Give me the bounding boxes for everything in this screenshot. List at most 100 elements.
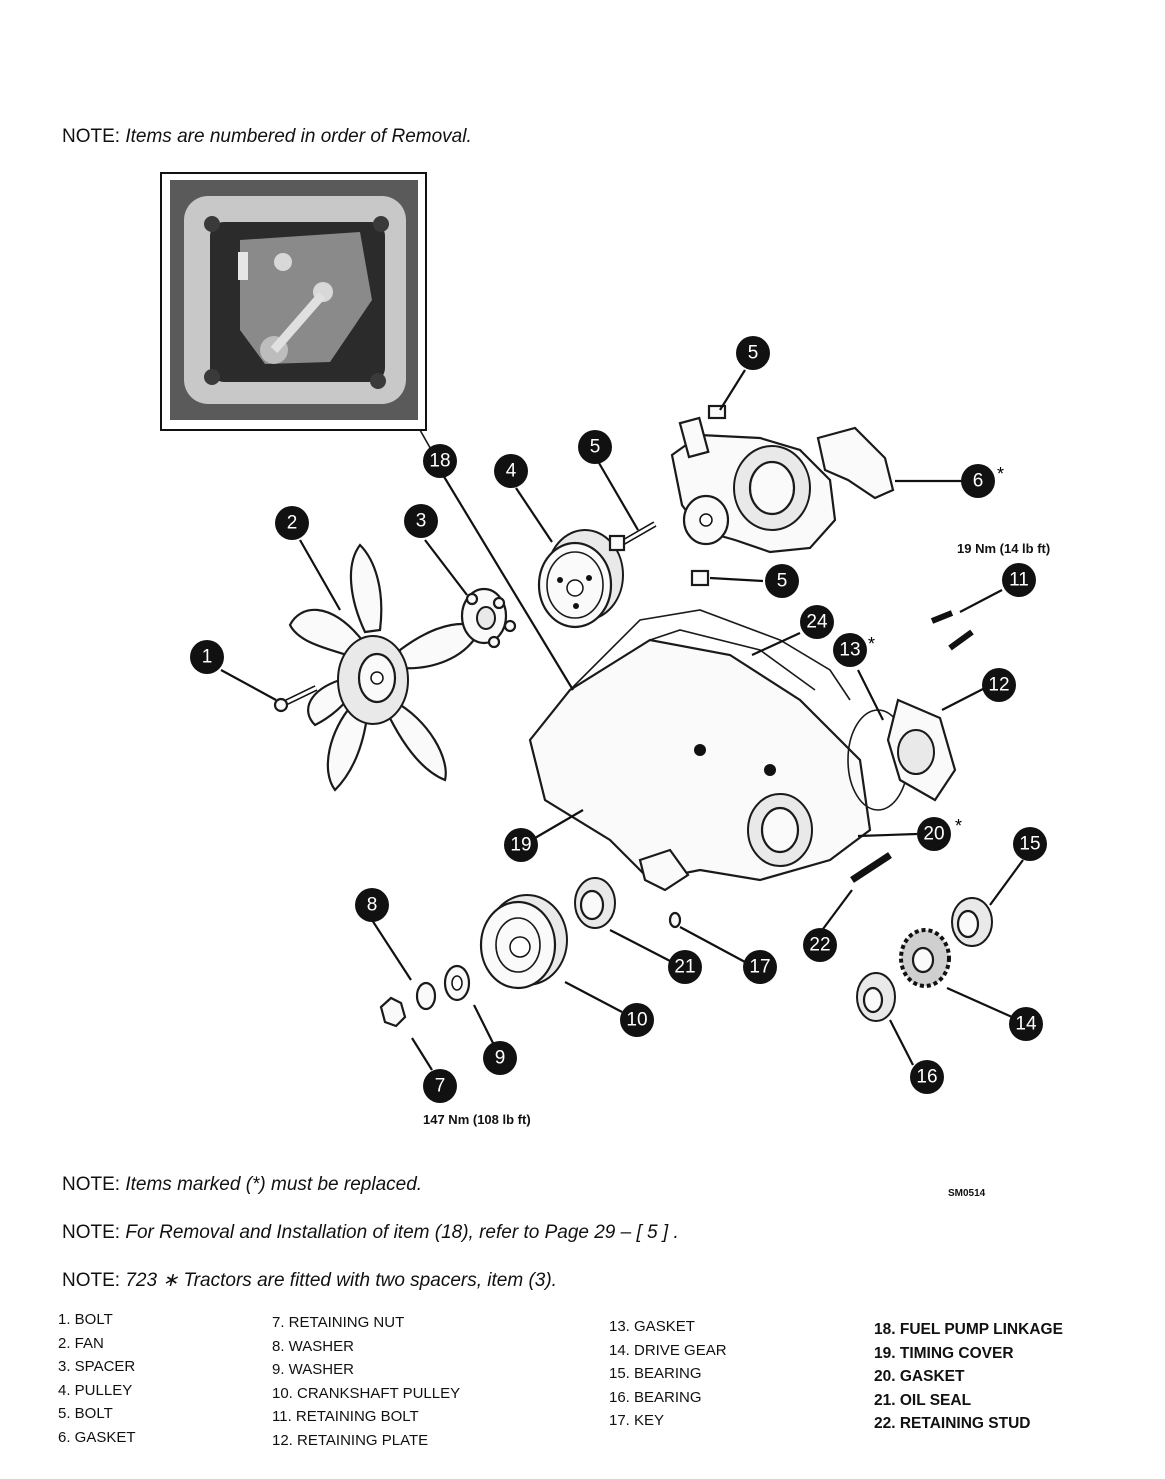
oil-seal-part (574, 877, 616, 929)
legend-item: 21. OIL SEAL (874, 1391, 972, 1409)
retaining-bolt-parts (930, 610, 974, 651)
callout-10: 10 (620, 1003, 654, 1037)
svg-text:6: 6 (973, 471, 984, 492)
legend-item: 22. RETAINING STUD (874, 1415, 1031, 1433)
asterisk-20: * (955, 816, 962, 836)
svg-text:5: 5 (590, 437, 601, 458)
callout-14: 14 (1009, 1007, 1043, 1041)
svg-text:14: 14 (1015, 1014, 1037, 1035)
callout-9: 9 (483, 1041, 517, 1075)
svg-text:16: 16 (916, 1067, 937, 1088)
svg-text:20: 20 (923, 824, 944, 845)
crankshaft-pulley-part (479, 894, 568, 990)
legend-column-4: 18. FUEL PUMP LINKAGE 19. TIMING COVER 2… (874, 1318, 1063, 1436)
svg-text:13: 13 (839, 640, 860, 661)
callout-15: 15 (1013, 827, 1047, 861)
svg-text:17: 17 (749, 957, 770, 978)
legend-column-3: 13. GASKET 14. DRIVE GEAR 15. BEARING 16… (609, 1315, 727, 1433)
retaining-plate-part (886, 698, 957, 802)
fan-part (288, 543, 482, 792)
callout-2: 2 (275, 506, 309, 540)
timing-cover-part (528, 609, 872, 892)
inset-photo (160, 172, 427, 431)
legend-item: 13. GASKET (609, 1318, 695, 1335)
callout-7: 7 (423, 1069, 457, 1103)
legend-item: 11. RETAINING BOLT (272, 1408, 419, 1426)
callout-3: 3 (404, 504, 438, 538)
note-order-of-removal: NOTE: Items are numbered in order of Rem… (62, 126, 472, 147)
svg-text:5: 5 (777, 571, 788, 592)
gasket-6-part (816, 426, 895, 500)
bolt-part (273, 685, 318, 713)
asterisk-13: * (868, 634, 875, 654)
drive-gear-part (899, 928, 951, 988)
water-pump-part (670, 404, 837, 554)
legend-item: 5. BOLT (58, 1405, 113, 1423)
callout-11: 11 (1002, 563, 1036, 597)
legend-item: 1. BOLT (58, 1311, 113, 1328)
bearing-15-part (951, 897, 993, 947)
legend-item: 17. KEY (609, 1412, 665, 1430)
key-part (668, 911, 682, 929)
legend-column-2: 7. RETAINING NUT 8. WASHER 9. WASHER 10.… (272, 1311, 460, 1453)
figure-code: SM0514 (948, 1188, 986, 1199)
svg-text:18: 18 (429, 451, 450, 472)
svg-text:2: 2 (287, 513, 298, 534)
legend-item: 2. FAN (58, 1334, 104, 1352)
callout-22: 22 (803, 928, 837, 962)
asterisk-6: * (997, 464, 1004, 484)
legend-item: 20. GASKET (874, 1368, 965, 1386)
svg-text:7: 7 (435, 1076, 446, 1097)
callout-4: 4 (494, 454, 528, 488)
bearing-16-part (856, 972, 896, 1022)
svg-text:19: 19 (510, 835, 531, 856)
spacer-part (460, 587, 517, 649)
callout-21: 21 (668, 950, 702, 984)
svg-text:10: 10 (626, 1010, 647, 1031)
legend-item: 12. RETAINING PLATE (272, 1431, 429, 1449)
svg-text:24: 24 (806, 612, 828, 633)
legend-item: 16. BEARING (609, 1388, 702, 1406)
svg-text:9: 9 (495, 1048, 506, 1069)
legend-item: 18. FUEL PUMP LINKAGE (874, 1321, 1063, 1338)
legend-item: 19. TIMING COVER (874, 1344, 1014, 1362)
callout-5a: 5 (736, 336, 770, 370)
legend-column-1: 1. BOLT 2. FAN 3. SPACER 4. PULLEY 5. BO… (58, 1308, 136, 1450)
legend-item: 6. GASKET (58, 1428, 136, 1446)
svg-text:3: 3 (416, 511, 427, 532)
callout-19: 19 (504, 828, 538, 862)
leader-arrows (220, 369, 1024, 1071)
callout-13: 13 (833, 633, 867, 667)
callout-24: 24 (800, 605, 834, 639)
callout-17: 17 (743, 950, 777, 984)
callout-5b: 5 (578, 430, 612, 464)
nut-and-washers-parts (379, 964, 471, 1028)
bolt-5-parts (608, 521, 710, 587)
callout-16: 16 (910, 1060, 944, 1094)
legend-item: 10. CRANKSHAFT PULLEY (272, 1384, 461, 1402)
legend-item: 4. PULLEY (58, 1381, 133, 1399)
svg-text:11: 11 (1009, 570, 1029, 591)
legend-item: 8. WASHER (272, 1337, 354, 1355)
legend-item: 7. RETAINING NUT (272, 1314, 405, 1331)
retaining-stud-part (850, 852, 892, 883)
svg-text:4: 4 (506, 461, 517, 482)
callout-8: 8 (355, 888, 389, 922)
legend-item: 9. WASHER (272, 1361, 354, 1379)
svg-text:8: 8 (367, 895, 378, 916)
callout-12: 12 (982, 668, 1016, 702)
torque-nut: 147 Nm (108 lb ft) (423, 1112, 531, 1127)
callout-18: 18 (423, 444, 457, 478)
svg-text:21: 21 (674, 957, 695, 978)
callout-20: 20 (917, 817, 951, 851)
note-spacers: NOTE: 723 ∗ Tractors are fitted with two… (62, 1270, 557, 1291)
callout-6: 6 (961, 464, 995, 498)
svg-text:15: 15 (1019, 834, 1040, 855)
callout-1: 1 (190, 640, 224, 674)
note-removal: NOTE: For Removal and Installation of it… (62, 1222, 679, 1243)
note-replace: NOTE: Items marked (*) must be replaced. (62, 1174, 423, 1195)
svg-text:12: 12 (988, 675, 1009, 696)
torque-bolt: 19 Nm (14 lb ft) (957, 541, 1051, 556)
legend-item: 15. BEARING (609, 1365, 702, 1383)
